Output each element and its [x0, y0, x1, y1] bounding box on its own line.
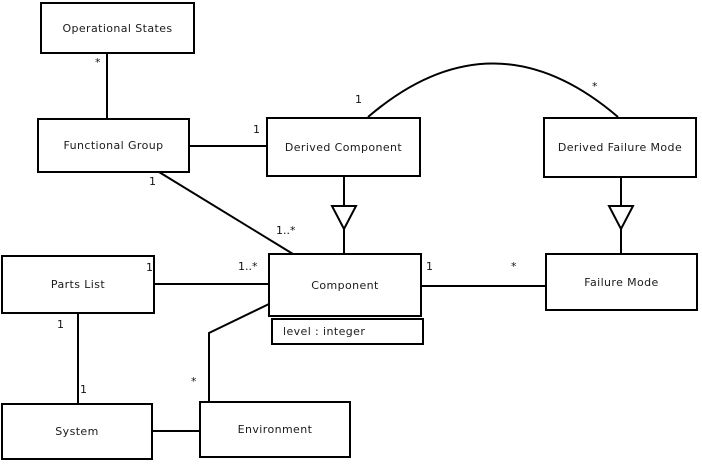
class-box-failure-mode: Failure Mode: [545, 253, 698, 311]
association-line-functional-group-component: [158, 171, 294, 255]
multiplicity-functional-group-end: 1: [149, 175, 156, 188]
multiplicity-parts-list-end: 1: [146, 261, 153, 274]
multiplicity-system-end: 1: [80, 383, 87, 396]
class-name: Parts List: [50, 278, 106, 291]
class-box-component: Component: [268, 253, 422, 317]
multiplicity-component-end-diagonal: 1..*: [276, 224, 296, 237]
multiplicity-failure-mode-end: *: [511, 260, 517, 273]
multiplicity-operational-states-end: *: [95, 56, 101, 69]
multiplicity-arc-derived-failure-mode-end: *: [592, 80, 598, 93]
class-attribute-compartment-component: level : integer: [271, 318, 424, 345]
class-name: System: [55, 425, 99, 438]
class-attribute: level : integer: [283, 325, 366, 338]
class-box-derived-failure-mode: Derived Failure Mode: [543, 117, 697, 178]
multiplicity-derived-component-end: 1: [253, 123, 260, 136]
class-box-system: System: [1, 403, 153, 460]
generalization-triangle-icon: [330, 205, 358, 232]
class-name: Operational States: [62, 21, 173, 35]
class-name: Component: [311, 278, 379, 292]
multiplicity-parts-list-bottom-end: 1: [57, 318, 64, 331]
generalization-triangle-icon: [607, 205, 635, 232]
class-name: Functional Group: [63, 139, 164, 152]
class-box-derived-component: Derived Component: [266, 117, 421, 177]
multiplicity-component-end-parts-list: 1..*: [238, 260, 258, 273]
class-box-environment: Environment: [199, 401, 351, 458]
class-box-operational-states: Operational States: [40, 2, 195, 54]
class-name: Derived Component: [284, 140, 403, 154]
association-line-environment-component: [208, 303, 270, 401]
class-name: Environment: [237, 423, 313, 436]
association-arc-derived-component-derived-failure-mode: [367, 62, 619, 118]
multiplicity-environment-end: *: [191, 375, 197, 388]
class-name: Derived Failure Mode: [557, 141, 683, 154]
multiplicity-component-end-failure-mode: 1: [426, 260, 433, 273]
class-box-functional-group: Functional Group: [37, 118, 190, 173]
multiplicity-arc-derived-component-end: 1: [355, 93, 362, 106]
class-box-parts-list: Parts List: [1, 255, 155, 314]
class-name: Failure Mode: [584, 275, 659, 289]
